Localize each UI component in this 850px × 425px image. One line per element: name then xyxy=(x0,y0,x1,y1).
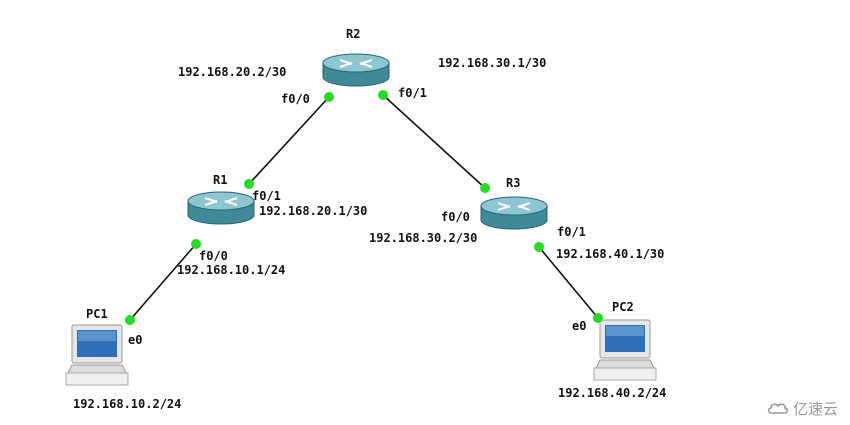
pc2-icon[interactable] xyxy=(593,319,657,381)
router-r3-label: R3 xyxy=(506,176,521,190)
link-r3-pc2 xyxy=(538,246,599,319)
pc1-icon[interactable] xyxy=(65,324,129,386)
router-r2-label: R2 xyxy=(346,27,361,41)
router-r2-icon[interactable] xyxy=(322,53,390,87)
router-r3-icon[interactable] xyxy=(480,196,548,230)
r1-f0-1-ip-label: 192.168.20.1/30 xyxy=(259,204,368,218)
r1-f0-0-port-label: f0/0 xyxy=(199,249,228,263)
r2-f0-0-ip-label: 192.168.20.2/30 xyxy=(178,65,287,79)
port-dot-r3-f0-1[interactable] xyxy=(534,242,544,252)
pc1-e0-port-label: e0 xyxy=(128,333,143,347)
r2-f0-1-ip-label: 192.168.30.1/30 xyxy=(438,56,547,70)
watermark: 亿速云 xyxy=(767,398,838,419)
r3-f0-1-ip-label: 192.168.40.1/30 xyxy=(556,247,665,261)
r3-f0-0-port-label: f0/0 xyxy=(441,210,470,224)
r3-f0-0-ip-label: 192.168.30.2/30 xyxy=(369,231,478,245)
port-dot-r1-f0-1[interactable] xyxy=(244,179,254,189)
r1-f0-0-ip-label: 192.168.10.1/24 xyxy=(177,263,286,277)
port-dot-r2-f0-1[interactable] xyxy=(378,90,388,100)
link-r2-r3 xyxy=(382,94,486,189)
port-dot-pc2-e0[interactable] xyxy=(593,313,603,323)
port-dot-r2-f0-0[interactable] xyxy=(324,92,334,102)
r1-f0-1-port-label: f0/1 xyxy=(252,189,281,203)
port-dot-pc1-e0[interactable] xyxy=(125,315,135,325)
watermark-text: 亿速云 xyxy=(792,400,838,418)
cloud-logo-icon xyxy=(767,402,789,414)
router-r1-icon[interactable] xyxy=(187,191,255,225)
pc2-e0-port-label: e0 xyxy=(572,319,587,333)
link-r1-r2 xyxy=(248,96,330,185)
pc2-label: PC2 xyxy=(612,300,634,314)
router-r1-label: R1 xyxy=(213,173,228,187)
pc2-ip-label: 192.168.40.2/24 xyxy=(558,386,667,400)
port-dot-r1-f0-0[interactable] xyxy=(191,239,201,249)
pc1-label: PC1 xyxy=(86,307,108,321)
r2-f0-0-port-label: f0/0 xyxy=(281,92,310,106)
pc1-ip-label: 192.168.10.2/24 xyxy=(73,397,182,411)
r3-f0-1-port-label: f0/1 xyxy=(557,225,586,239)
link-r1-pc1 xyxy=(129,243,197,321)
port-dot-r3-f0-0[interactable] xyxy=(480,183,490,193)
r2-f0-1-port-label: f0/1 xyxy=(398,86,427,100)
